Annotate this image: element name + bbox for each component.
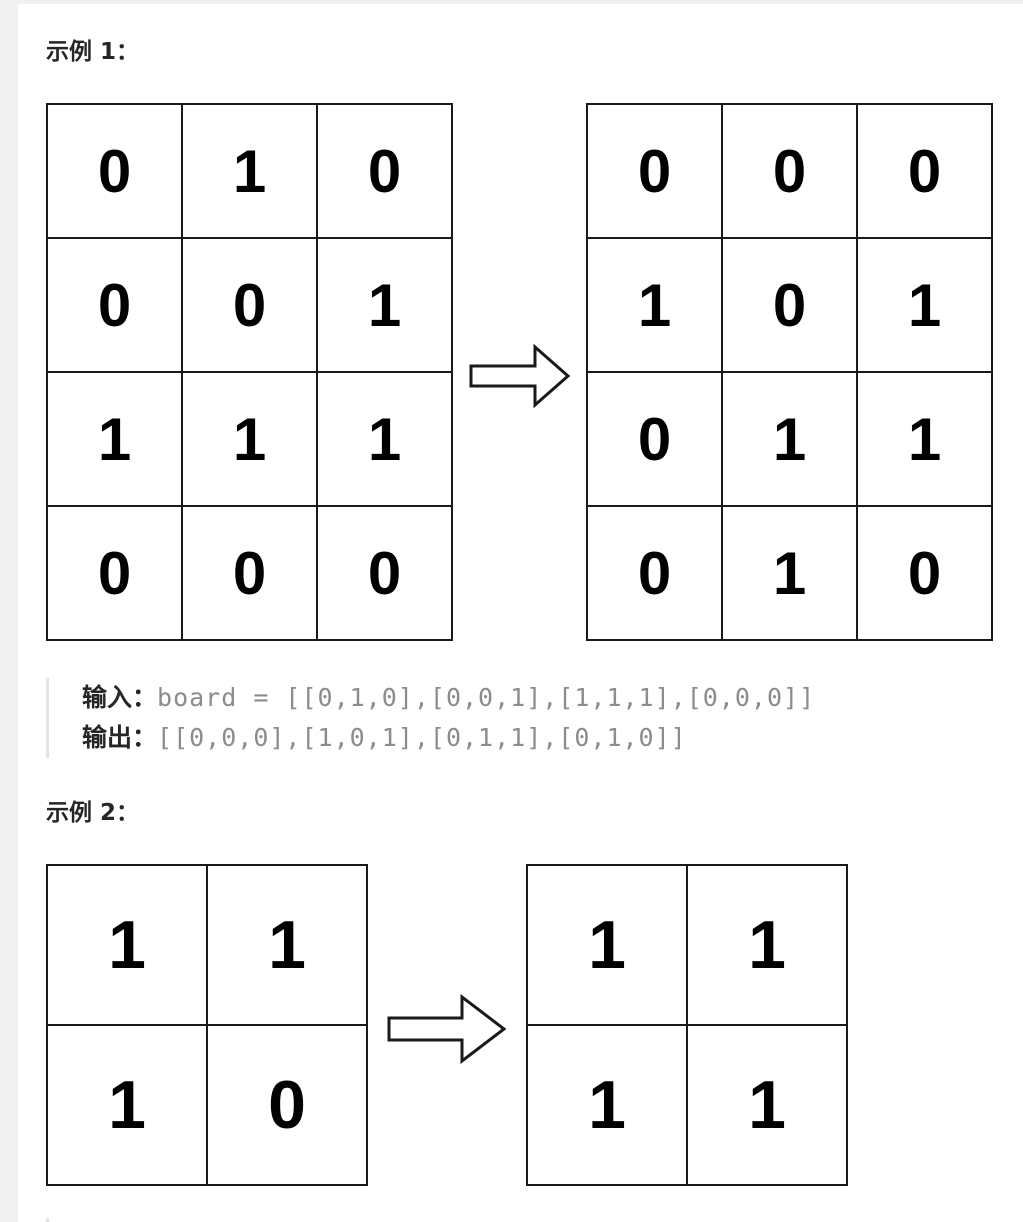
example-1-input-grid: 0 1 0 0 0 1 1 1 1 0 0 0 — [46, 103, 453, 641]
output-line: 输出：[[0,0,0],[1,0,1],[0,1,1],[0,1,0]] — [82, 718, 815, 758]
example-1-heading: 示例 1： — [46, 39, 140, 65]
grid-cell: 0 — [586, 371, 723, 507]
grid-cell: 1 — [586, 237, 723, 373]
grid-cell: 0 — [586, 505, 723, 641]
grid-cell: 1 — [181, 371, 318, 507]
grid-cell: 1 — [46, 864, 208, 1026]
grid-cell: 1 — [856, 371, 993, 507]
grid-row: 0 0 0 — [586, 103, 993, 239]
grid-cell: 1 — [206, 864, 368, 1026]
grid-row: 1 1 — [526, 864, 848, 1026]
grid-cell: 0 — [856, 505, 993, 641]
problem-examples: 示例 1： 0 1 0 0 0 1 1 1 1 0 0 0 0 0 0 — [18, 4, 1023, 1222]
grid-row: 0 1 1 — [586, 371, 993, 507]
example-1-io-block: 输入：board = [[0,1,0],[0,0,1],[1,1,1],[0,0… — [46, 678, 815, 758]
grid-cell: 1 — [721, 505, 858, 641]
grid-row: 0 1 0 — [46, 103, 453, 239]
grid-cell: 1 — [686, 864, 848, 1026]
grid-cell: 1 — [526, 1024, 688, 1186]
grid-cell: 1 — [856, 237, 993, 373]
example-2-input-grid: 1 1 1 0 — [46, 864, 368, 1186]
grid-row: 1 1 — [526, 1024, 848, 1186]
input-value: board = [[0,1,0],[0,0,1],[1,1,1],[0,0,0]… — [157, 683, 816, 712]
grid-row: 1 0 — [46, 1024, 368, 1186]
grid-row: 1 0 1 — [586, 237, 993, 373]
grid-cell: 1 — [686, 1024, 848, 1186]
grid-cell: 1 — [46, 371, 183, 507]
example-2-heading: 示例 2： — [46, 800, 140, 826]
blockquote-edge — [46, 1218, 49, 1222]
grid-cell: 0 — [721, 237, 858, 373]
grid-cell: 0 — [856, 103, 993, 239]
input-label: 输入： — [82, 683, 158, 712]
grid-cell: 1 — [721, 371, 858, 507]
example-2-output-grid: 1 1 1 1 — [526, 864, 848, 1186]
grid-cell: 0 — [46, 505, 183, 641]
grid-cell: 0 — [586, 103, 723, 239]
grid-cell: 1 — [526, 864, 688, 1026]
grid-row: 0 1 0 — [586, 505, 993, 641]
grid-cell: 0 — [181, 505, 318, 641]
grid-cell: 0 — [206, 1024, 368, 1186]
right-arrow-icon — [469, 344, 571, 408]
grid-cell: 0 — [46, 103, 183, 239]
grid-cell: 0 — [181, 237, 318, 373]
example-1-output-grid: 0 0 0 1 0 1 0 1 1 0 1 0 — [586, 103, 993, 641]
right-arrow-icon — [387, 994, 507, 1064]
grid-cell: 0 — [316, 103, 453, 239]
grid-cell: 1 — [46, 1024, 208, 1186]
grid-row: 0 0 0 — [46, 505, 453, 641]
grid-cell: 0 — [316, 505, 453, 641]
output-value: [[0,0,0],[1,0,1],[0,1,1],[0,1,0]] — [157, 723, 687, 752]
grid-cell: 1 — [181, 103, 318, 239]
grid-cell: 0 — [721, 103, 858, 239]
input-line: 输入：board = [[0,1,0],[0,0,1],[1,1,1],[0,0… — [82, 678, 815, 718]
grid-row: 0 0 1 — [46, 237, 453, 373]
grid-cell: 1 — [316, 237, 453, 373]
grid-row: 1 1 — [46, 864, 368, 1026]
grid-cell: 1 — [316, 371, 453, 507]
output-label: 输出： — [82, 723, 158, 752]
grid-row: 1 1 1 — [46, 371, 453, 507]
grid-cell: 0 — [46, 237, 183, 373]
